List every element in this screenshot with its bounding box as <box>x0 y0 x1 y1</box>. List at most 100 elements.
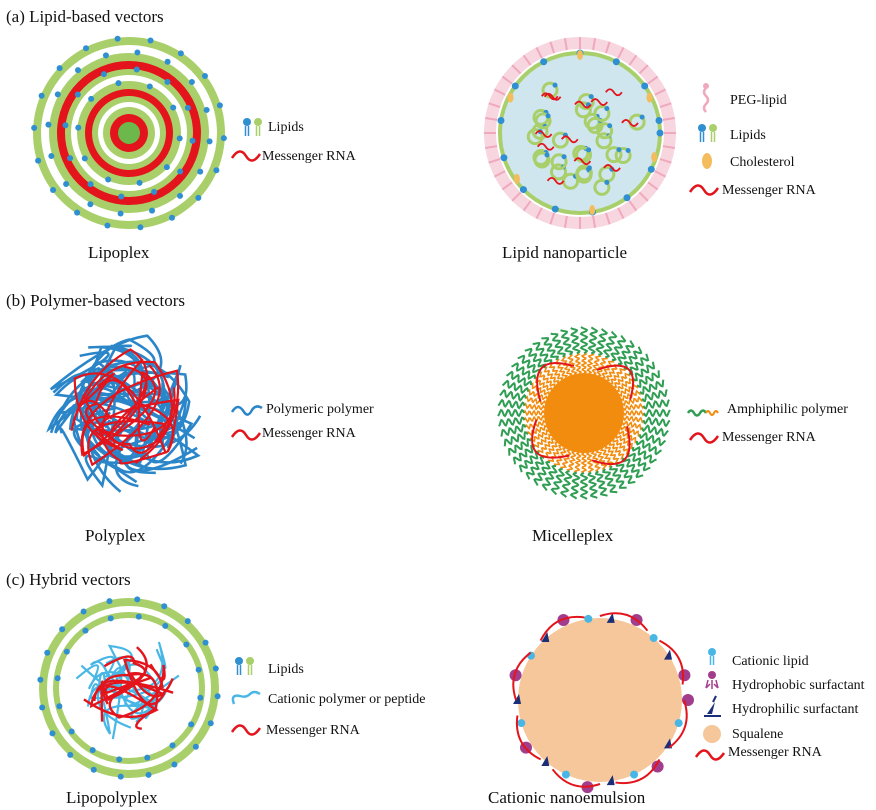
lipid-head <box>540 58 547 65</box>
lipid-head <box>185 618 191 624</box>
legend-label-lipids: Lipids <box>268 662 304 677</box>
hydrophilic-block <box>499 418 524 427</box>
lipid-head <box>59 626 65 632</box>
lipid-head <box>657 130 664 137</box>
lipid-head <box>215 693 221 699</box>
lipid-head <box>604 180 609 185</box>
lipid-head <box>49 730 55 736</box>
lipid-head <box>213 665 219 671</box>
cationic-lipid <box>650 634 658 642</box>
section-title-polymer: (b) Polymer-based vectors <box>6 291 185 310</box>
lipid-head <box>177 168 183 174</box>
lipid-head <box>64 649 70 655</box>
lipid-head <box>115 36 121 42</box>
lipid-head <box>165 59 171 65</box>
lipids-icon <box>698 124 717 142</box>
lipid-head <box>31 125 37 131</box>
lipid-head <box>626 148 631 153</box>
lipid-head <box>171 762 177 768</box>
cationic-lipid <box>630 771 638 779</box>
lipid-head <box>213 167 219 173</box>
messenger-rna-icon <box>232 430 260 439</box>
hydrophilic-block <box>571 328 580 353</box>
lipid-head <box>162 623 168 629</box>
lipid-head <box>221 135 227 141</box>
lipid-head <box>75 125 81 131</box>
lipid-head <box>546 113 551 118</box>
legend-label-polymeric-polymer: Polymeric polymer <box>266 402 374 417</box>
legend-label-messenger-rna: Messenger RNA <box>262 426 357 441</box>
lipid-head <box>512 82 519 89</box>
lipid-head <box>208 720 214 726</box>
lipid-head <box>115 80 121 86</box>
lipid-head <box>178 50 184 56</box>
legend-label-lipids: Lipids <box>730 128 766 143</box>
cholesterol <box>646 93 652 103</box>
lipid-head <box>105 177 111 183</box>
lipid-head <box>151 189 157 195</box>
lipid-head <box>118 194 124 200</box>
lipid-head <box>656 117 663 124</box>
lipid-head <box>88 181 94 187</box>
caption-lipid-nanoparticle: Lipid nanoparticle <box>502 243 627 262</box>
legend-label-hydrophilic-surfactant: Hydrophilic surfactant <box>732 702 858 717</box>
caption-lipopolyplex: Lipopolyplex <box>66 788 158 807</box>
messenger-rna-icon <box>232 725 260 734</box>
hydrophilic-block <box>589 473 598 498</box>
lipid-head <box>90 747 96 753</box>
lipid-head <box>185 105 191 111</box>
lipid-head <box>553 83 558 88</box>
cholesterol <box>508 93 514 103</box>
hydrophilic-block <box>612 336 626 361</box>
lipid-head <box>586 167 591 172</box>
lipid-head <box>62 122 68 128</box>
micelleplex-diagram <box>498 327 670 499</box>
polyplex-legend: Polymeric polymer Messenger RNA <box>232 402 374 441</box>
lipid-head <box>193 744 199 750</box>
lipid-head <box>161 603 167 609</box>
lipid-head <box>137 224 143 230</box>
lipid-head <box>55 675 61 681</box>
lipid-head <box>170 105 176 111</box>
lipid-head <box>106 598 112 604</box>
lipid-head <box>103 52 109 58</box>
lipid-head <box>562 154 567 159</box>
amphiphilic-polymer-icon <box>688 411 718 416</box>
section-title-lipid: (a) Lipid-based vectors <box>6 7 164 26</box>
lipid-head <box>648 166 655 173</box>
lipid-head <box>196 667 202 673</box>
lipid-head <box>101 71 107 77</box>
hydrophilic-block <box>498 410 524 416</box>
hydrophilic-block <box>596 471 608 496</box>
lipid-head <box>188 721 194 727</box>
legend-label-messenger-rna: Messenger RNA <box>262 149 357 164</box>
polyplex-diagram <box>49 336 200 492</box>
lipid-head <box>624 194 631 201</box>
lipid-head <box>44 650 50 656</box>
lipid-head <box>147 83 153 89</box>
lipid-head <box>197 169 203 175</box>
lipid-head <box>586 147 591 152</box>
lipid-head <box>613 58 620 65</box>
hydrophilic-block <box>543 466 557 491</box>
hydrophilic-block <box>644 400 669 409</box>
hydrophobic-block <box>524 416 544 422</box>
lipid-head <box>149 208 155 214</box>
lipid-head <box>75 67 81 73</box>
hydrophilic-surfactant-icon <box>704 696 721 716</box>
lipoplex-diagram <box>31 36 227 231</box>
hydrophilic-block <box>642 390 667 402</box>
lipid-head <box>82 628 88 634</box>
legend-label-cationic-lipid: Cationic lipid <box>732 654 809 669</box>
lipid-head <box>37 677 43 683</box>
hydrophobic-block <box>524 411 544 415</box>
lipid-head <box>497 117 504 124</box>
lipid-head <box>57 65 63 71</box>
lipid-head <box>55 91 61 97</box>
lipid-head <box>197 695 203 701</box>
legend-label-hydrophobic-surfactant: Hydrophobic surfactant <box>732 678 865 693</box>
lipid-head <box>39 705 45 711</box>
lipid-head <box>207 138 213 144</box>
cholesterol <box>577 50 583 60</box>
caption-micelleplex: Micelleplex <box>532 526 614 545</box>
